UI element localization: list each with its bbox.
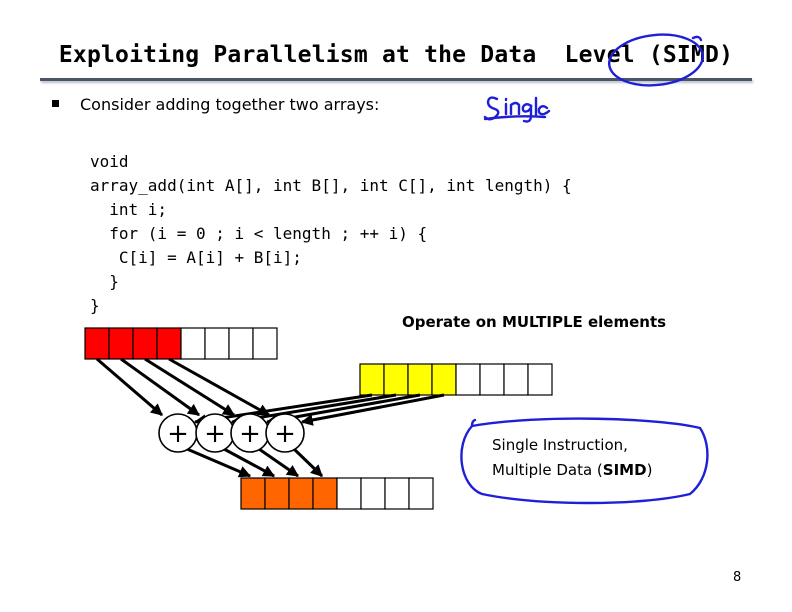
callout-simd-emphasis: SIMD [602,461,647,479]
array-a-cell [180,327,206,360]
array-b-cell [407,363,433,396]
array-a-cell [84,327,110,360]
code-line: array_add(int A[], int B[], int C[], int… [90,176,572,195]
page-number: 8 [733,570,742,585]
data-flow-arrow [258,447,299,478]
title-underline [40,78,752,81]
data-flow-arrow [168,357,271,417]
operate-label: Operate on MULTIPLE elements [402,313,667,331]
callout-line-1: Single Instruction, [492,436,628,454]
adder-circle [265,413,305,453]
array-c-cell [336,477,362,510]
callout-line-2-prefix: Multiple Data ( [492,461,603,479]
adder-unit: + [230,413,270,453]
single-ink-underline [483,115,547,121]
code-line: C[i] = A[i] + B[i]; [90,248,302,267]
bullet-square-icon [52,100,59,107]
data-flow-arrow [96,357,163,417]
plus-icon: + [239,419,261,449]
array-b [359,363,553,396]
array-c-cell [360,477,386,510]
array-c [240,477,434,510]
array-a-cell [252,327,278,360]
array-a-cell [156,327,182,360]
callout-ink-bubble [460,417,709,505]
array-c-cell [408,477,434,510]
array-a-cell [204,327,230,360]
plus-icon: + [274,419,296,449]
plus-icon: + [204,419,226,449]
code-line: int i; [90,200,168,219]
code-line: } [90,272,119,291]
callout-ink-tail [470,418,477,428]
array-c-cell [240,477,266,510]
code-line: void [90,152,129,171]
data-flow-arrow [300,393,445,426]
adders: + + + + [158,413,305,453]
array-c-cell [384,477,410,510]
simd-callout: Single Instruction, Multiple Data (SIMD) [492,433,652,483]
data-flow-arrow [120,357,200,417]
single-handwriting-ink [483,96,551,123]
array-a-cell [228,327,254,360]
array-b-cell [503,363,529,396]
simd-ink-tick [691,35,703,42]
data-flow-arrow [292,447,324,478]
data-flow-arrow [223,447,276,478]
array-c-cell [264,477,290,510]
adder-unit: + [265,413,305,453]
array-a-cell [108,327,134,360]
plus-icon: + [167,419,189,449]
array-a-cell [132,327,158,360]
array-b-cell [527,363,553,396]
array-b-cell [455,363,481,396]
array-c-cell [288,477,314,510]
array-b-cell [383,363,409,396]
array-b-cell [479,363,505,396]
array-a [84,327,278,360]
callout-line-2-suffix: ) [646,461,653,479]
simd-highlight-ink-circle [607,33,705,87]
array-b-cell [431,363,457,396]
array-b-cell [359,363,385,396]
code-block: void array_add(int A[], int B[], int C[],… [90,150,572,318]
slide-title: Exploiting Parallelism at the Data Level… [58,42,734,68]
data-flow-arrow [144,357,236,417]
array-c-cell [312,477,338,510]
code-line: for (i = 0 ; i < length ; ++ i) { [90,224,428,243]
adder-unit: + [158,413,198,453]
data-flow-arrow [186,447,252,478]
bullet-text: Consider adding together two arrays: [80,95,380,114]
adder-unit: + [195,413,235,453]
code-line: } [90,296,100,315]
